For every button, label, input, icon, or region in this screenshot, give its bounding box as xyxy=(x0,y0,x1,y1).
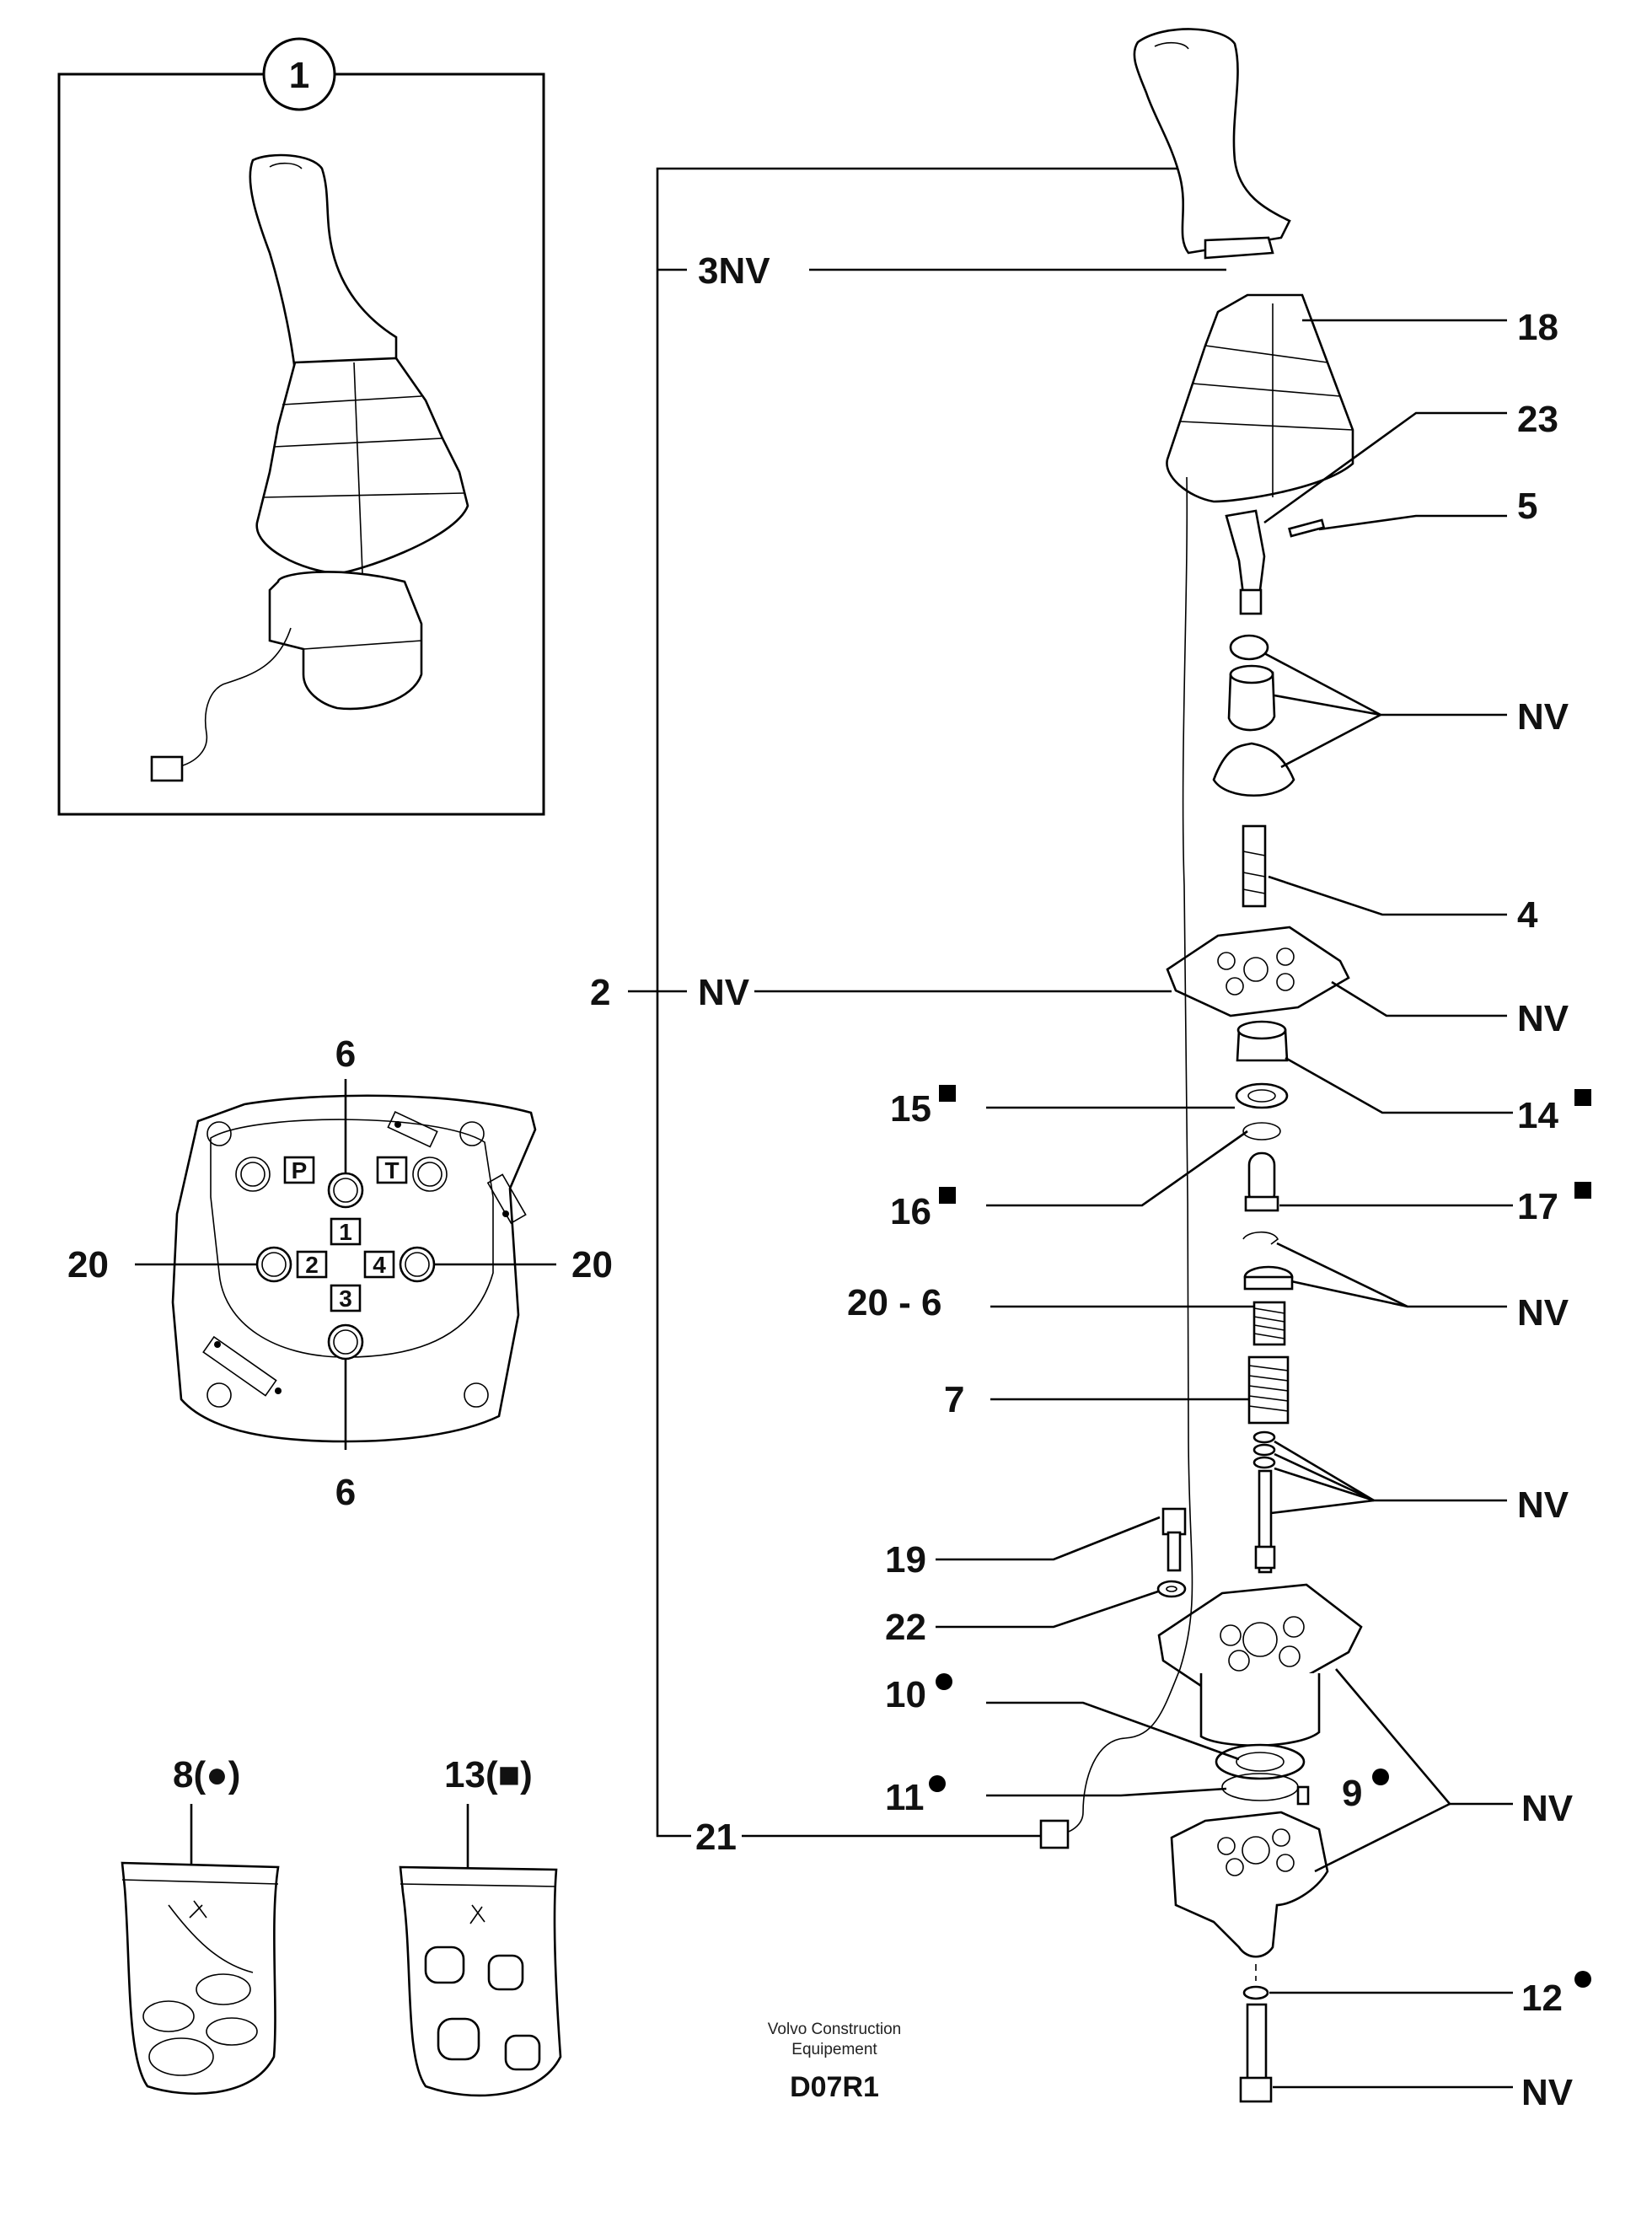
kit-square-mark xyxy=(1574,1182,1591,1199)
callout-nv-3: NV xyxy=(1517,1292,1569,1334)
inset-handle xyxy=(249,153,398,373)
callout-nv-6: NV xyxy=(1521,2072,1574,2113)
handle-part xyxy=(1133,28,1291,255)
label-2-nv: NV xyxy=(698,972,750,1013)
inset-ref-number: 1 xyxy=(289,55,309,96)
callout-14: 14 xyxy=(1517,1095,1558,1136)
callout-9: 9 xyxy=(1342,1773,1362,1814)
port-2: 2 xyxy=(305,1252,319,1278)
callout-4: 4 xyxy=(1517,894,1538,936)
leader-lines xyxy=(936,319,1513,2089)
inset-body xyxy=(268,571,423,711)
kit-13-label: 13(■) xyxy=(444,1754,533,1795)
kit-square-mark xyxy=(939,1187,956,1204)
seal-kit-8: 8(●) xyxy=(121,1754,280,2096)
upper-housing xyxy=(1157,1583,1363,1747)
inset-ref-circle xyxy=(262,37,336,111)
callout-nv-4: NV xyxy=(1517,1484,1569,1526)
rubber-boot xyxy=(1166,293,1354,503)
spring-large xyxy=(1247,1355,1290,1425)
washer-15 xyxy=(1235,1082,1289,1109)
cable-connector xyxy=(1039,1819,1070,1849)
inset-connector xyxy=(150,755,184,782)
shaft-part xyxy=(1242,824,1267,908)
port-1: 1 xyxy=(339,1219,352,1245)
kit-dot-mark xyxy=(1372,1768,1389,1785)
port-p: P xyxy=(292,1157,308,1183)
joystick-cable xyxy=(1057,476,1193,1835)
port-t: T xyxy=(384,1157,399,1183)
wedge-part xyxy=(1225,509,1266,596)
port-label-left: 20 xyxy=(67,1244,109,1285)
port-label-top: 6 xyxy=(335,1033,356,1075)
callout-22: 22 xyxy=(885,1607,926,1648)
callout-20-6: 20 - 6 xyxy=(847,1282,942,1323)
callout-19: 19 xyxy=(885,1539,926,1581)
assembly-bracket: 3NV 2 NV 21 xyxy=(590,167,1226,1858)
cone-cap xyxy=(1212,742,1295,797)
callout-nv-5: NV xyxy=(1521,1788,1574,1829)
plate-part xyxy=(1166,926,1350,1017)
port-3: 3 xyxy=(339,1285,352,1312)
seal-kit-13: 13(■) xyxy=(399,1754,562,2097)
port-label-bottom: 6 xyxy=(335,1472,356,1513)
callout-17: 17 xyxy=(1517,1186,1558,1227)
assembled-joystick-inset: 1 xyxy=(57,37,545,816)
callout-nv-1: NV xyxy=(1517,696,1569,738)
exploded-parts xyxy=(1039,28,1363,2103)
bolt-part xyxy=(1246,2003,1268,2086)
kit-8-label: 8(●) xyxy=(173,1754,240,1795)
port-layout-view: P T 1 2 3 4 6 6 20 20 xyxy=(67,1033,613,1513)
port-plate-outline xyxy=(171,1094,537,1443)
caption-line-2: Equipement xyxy=(791,2041,877,2058)
callout-10: 10 xyxy=(885,1674,926,1715)
kit-dot-mark xyxy=(936,1673,952,1690)
label-3nv: 3NV xyxy=(698,250,770,292)
gasket-10 xyxy=(1215,1743,1306,1780)
callout-7: 7 xyxy=(944,1379,964,1420)
screw-19 xyxy=(1161,1507,1187,1536)
kit-dot-mark xyxy=(929,1775,946,1792)
spring-small xyxy=(1252,1301,1286,1346)
label-2: 2 xyxy=(590,972,610,1013)
callout-23: 23 xyxy=(1517,399,1558,440)
callout-12: 12 xyxy=(1521,1978,1563,2019)
pin-part xyxy=(1288,518,1326,538)
label-21: 21 xyxy=(695,1817,737,1858)
kit-dot-mark xyxy=(1574,1971,1591,1988)
kit-square-mark xyxy=(939,1085,956,1102)
kit-square-mark xyxy=(1574,1089,1591,1106)
lower-housing xyxy=(1170,1811,1329,1958)
callout-labels: 18 23 5 NV 4 NV 15 14 16 17 20 - 6 NV 7 … xyxy=(847,307,1591,2113)
port-4: 4 xyxy=(373,1252,386,1278)
caption-line-1: Volvo Construction xyxy=(768,2021,901,2038)
callout-11: 11 xyxy=(885,1777,925,1818)
figure-footer: Volvo Construction Equipement D07R1 xyxy=(768,2021,901,2103)
figure-code: D07R1 xyxy=(790,2071,879,2103)
port-label-right: 20 xyxy=(571,1244,613,1285)
callout-15: 15 xyxy=(890,1088,931,1130)
inset-boot xyxy=(255,357,469,575)
callout-16: 16 xyxy=(890,1191,931,1232)
callout-nv-2: NV xyxy=(1517,998,1569,1039)
callout-18: 18 xyxy=(1517,307,1558,348)
callout-5: 5 xyxy=(1517,486,1537,527)
inset-cable xyxy=(176,627,292,768)
